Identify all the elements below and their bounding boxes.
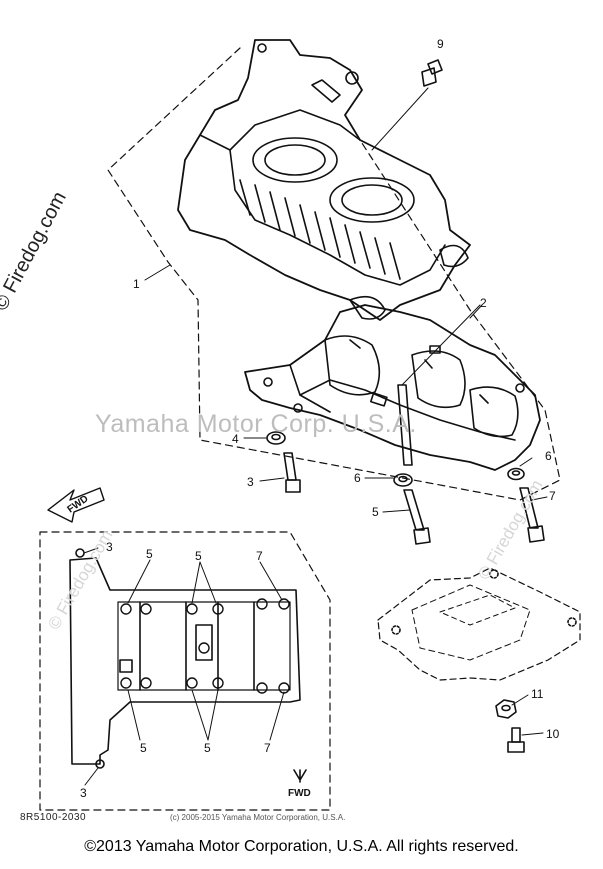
watermark-center: Yamaha Motor Corp. U.S.A. (95, 410, 417, 438)
bottom-view-leaders (83, 547, 285, 786)
bolt-7-right (519, 487, 545, 543)
callout-7-right: 7 (549, 489, 556, 503)
callout-1: 1 (133, 277, 140, 291)
washer-6-right (507, 467, 525, 481)
callout-5-bottomview-b: 5 (195, 549, 202, 563)
stud-bolt-2 (397, 304, 481, 466)
washer-4 (266, 431, 286, 445)
bolt-10 (507, 727, 525, 753)
callout-2: 2 (480, 296, 487, 310)
callout-7-bottomview-bottom: 7 (264, 741, 271, 755)
small-copyright: (c) 2005-2015 Yamaha Motor Corporation, … (170, 813, 346, 822)
washer-6-center (393, 473, 413, 487)
fwd-arrow-left (47, 487, 105, 523)
fitting-9 (371, 59, 443, 151)
bottom-view-bolt-holes (120, 598, 290, 694)
callout-5-bottomview-c: 5 (140, 741, 147, 755)
callout-9: 9 (437, 37, 444, 51)
bolt-3-upper (283, 452, 301, 493)
fwd-arrow-bottom (293, 769, 307, 783)
bolt-5-center (403, 489, 431, 545)
assembly-dashed-outline (107, 47, 561, 501)
bottom-view-dashed-frame (39, 531, 331, 811)
callout-4: 4 (232, 432, 239, 446)
callout-3-bottomview-bottom: 3 (80, 786, 87, 800)
bottom-view-crankcase (69, 548, 301, 769)
callout-7-bottomview-top: 7 (256, 549, 263, 563)
callout-11: 11 (531, 687, 544, 701)
callout-5-bottomview-d: 5 (204, 741, 211, 755)
callout-5-bottomview-a: 5 (146, 547, 153, 561)
nut-11 (495, 699, 517, 719)
fwd-label-bottom: FWD (288, 788, 311, 799)
callout-5-center: 5 (372, 505, 379, 519)
callout-3-bottomview-top: 3 (106, 540, 113, 554)
callout-3-upper: 3 (247, 475, 254, 489)
upper-crankcase (177, 39, 471, 321)
footer-copyright: ©2013 Yamaha Motor Corporation, U.S.A. A… (84, 838, 519, 855)
callout-6-center: 6 (354, 471, 361, 485)
callout-6-right: 6 (545, 449, 552, 463)
diagram-code: 8R5100-2030 (20, 812, 87, 823)
callout-10: 10 (546, 727, 560, 741)
lower-crankcase (244, 304, 541, 471)
fwd-label-left: FWD (66, 493, 91, 515)
bracket-plate (377, 567, 581, 681)
